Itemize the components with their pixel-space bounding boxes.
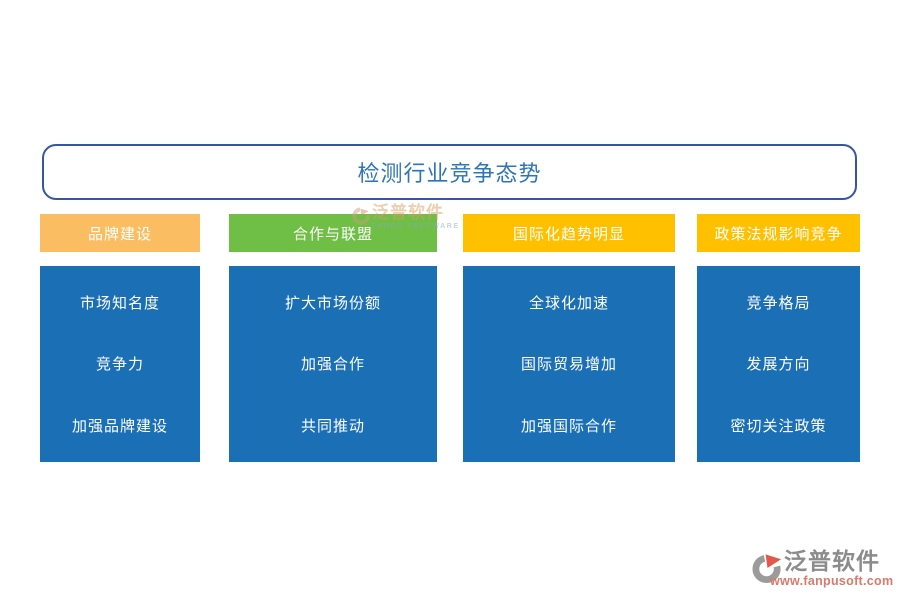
column-body-cooperation: 扩大市场份额 加强合作 共同推动 <box>229 266 437 462</box>
column-header-label: 合作与联盟 <box>292 225 373 243</box>
list-item: 加强国际合作 <box>520 417 617 435</box>
column-body-policy: 竞争格局 发展方向 密切关注政策 <box>697 266 860 462</box>
diagram-title: 检测行业竞争态势 <box>357 161 542 186</box>
column-header-policy: 政策法规影响竞争 <box>697 214 860 252</box>
list-item: 密切关注政策 <box>730 417 827 435</box>
watermark-brand-text: 泛普软件 <box>784 548 880 574</box>
list-item: 发展方向 <box>746 356 811 374</box>
list-item: 共同推动 <box>300 417 365 435</box>
column-header-label: 国际化趋势明显 <box>512 225 625 243</box>
list-item: 竞争力 <box>95 356 144 374</box>
list-item: 市场知名度 <box>79 295 160 313</box>
column-body-internationalization: 全球化加速 国际贸易增加 加强国际合作 <box>463 266 675 462</box>
column-body-brand-building: 市场知名度 竞争力 加强品牌建设 <box>40 266 200 462</box>
list-item: 全球化加速 <box>528 295 609 313</box>
watermark-url-text: www.fanpusoft.com <box>770 574 894 588</box>
column-header-label: 政策法规影响竞争 <box>714 225 843 243</box>
column-header-internationalization: 国际化趋势明显 <box>463 214 675 252</box>
column-header-brand-building: 品牌建设 <box>40 214 200 252</box>
diagram-title-box: 检测行业竞争态势 <box>42 144 857 200</box>
list-item: 扩大市场份额 <box>284 295 381 313</box>
list-item: 国际贸易增加 <box>520 356 617 374</box>
list-item: 加强品牌建设 <box>71 417 168 435</box>
column-header-label: 品牌建设 <box>87 225 152 243</box>
column-header-cooperation: 合作与联盟 <box>229 214 437 252</box>
fanpu-logo-icon <box>752 554 782 583</box>
list-item: 加强合作 <box>300 356 365 374</box>
watermark-bottom: 泛普软件 www.fanpusoft.com <box>752 550 893 588</box>
list-item: 竞争格局 <box>746 295 811 313</box>
